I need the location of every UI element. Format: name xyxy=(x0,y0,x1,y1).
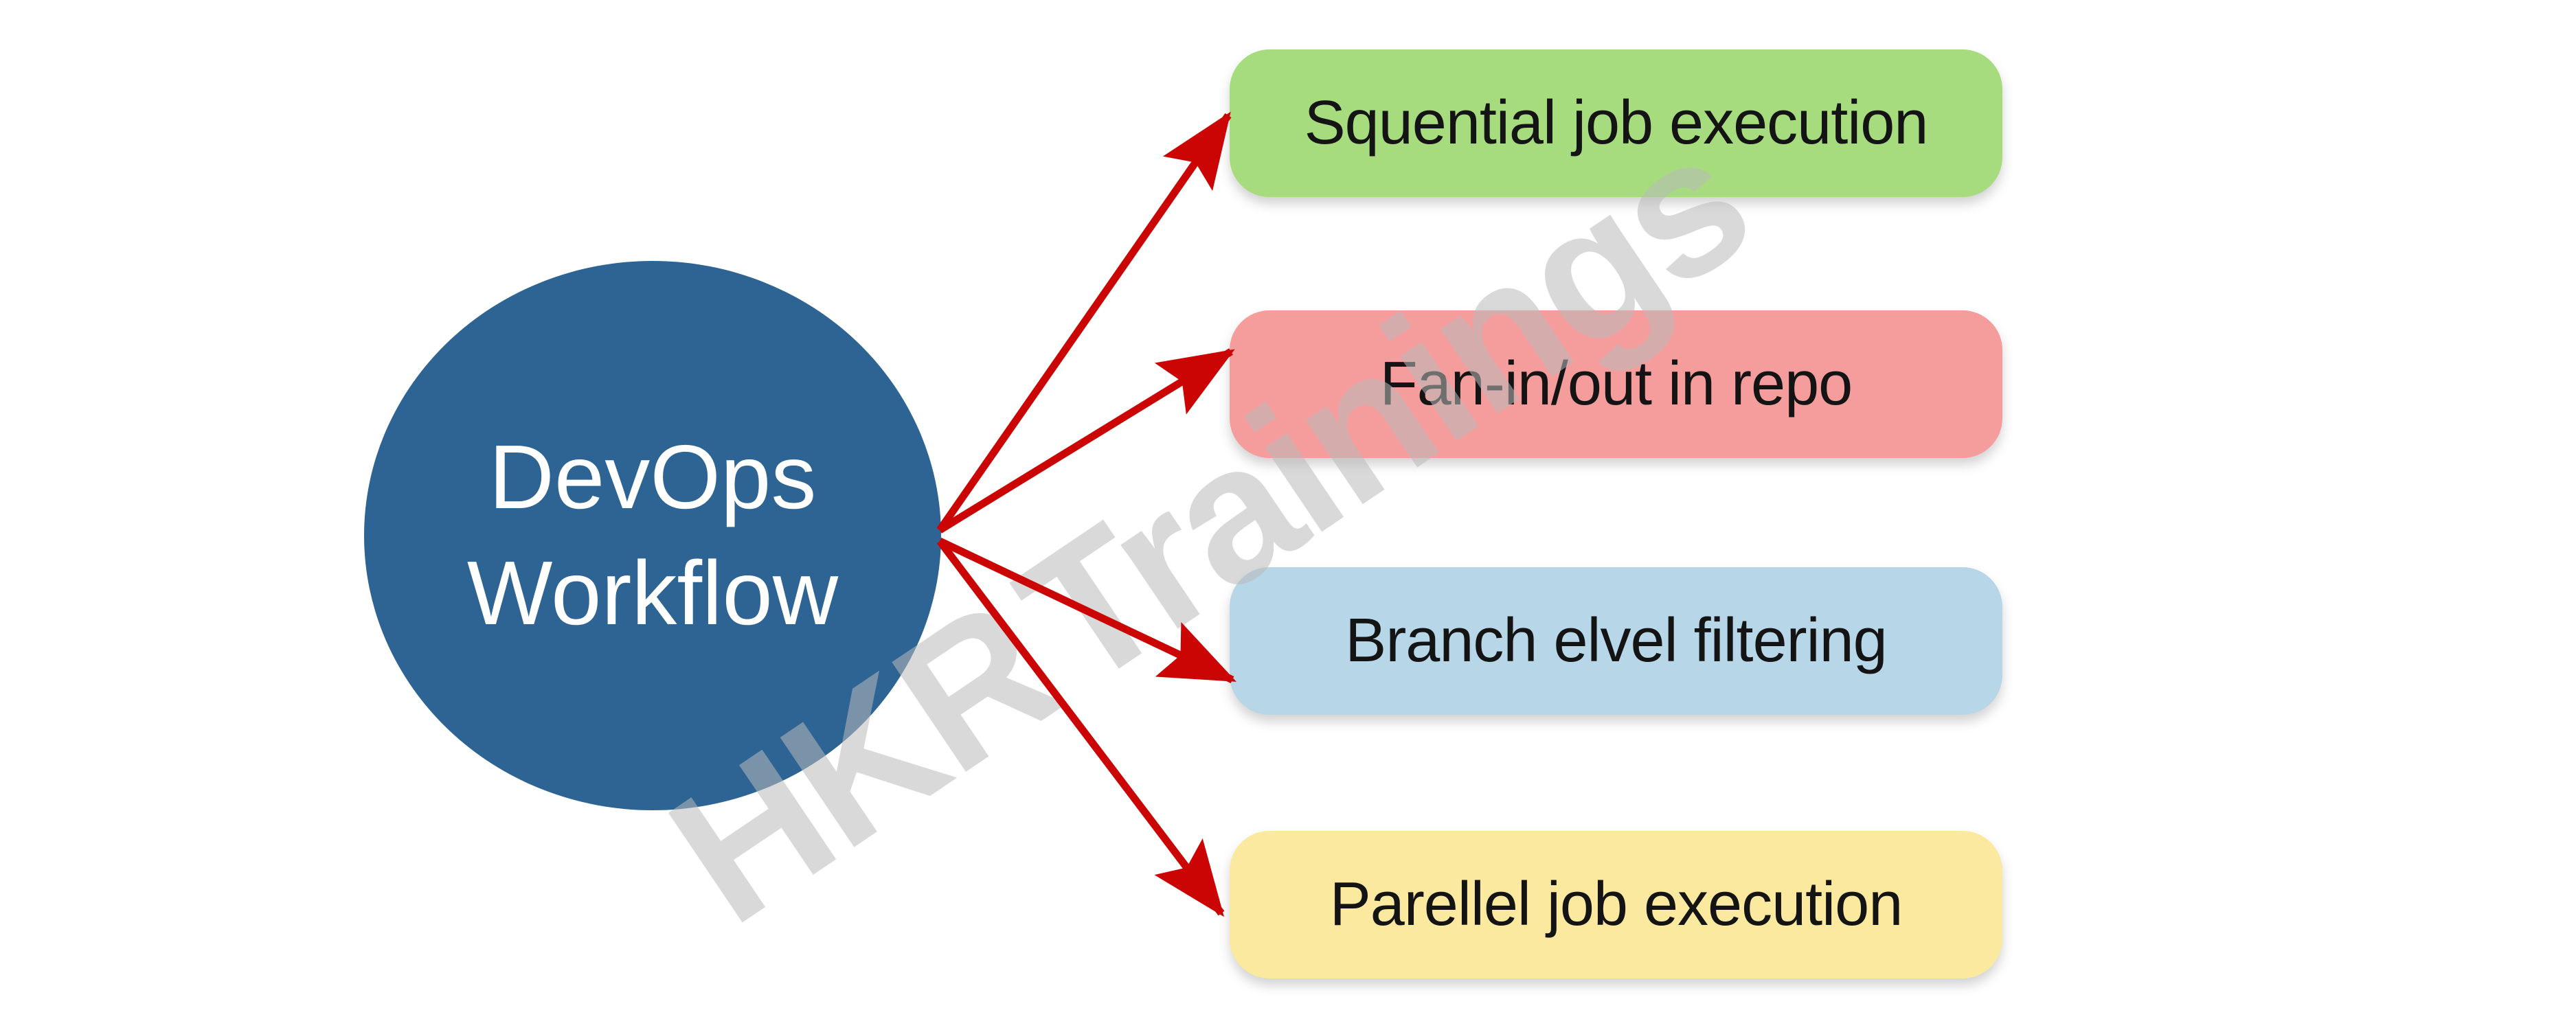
arrow-to-branch-level-filtering xyxy=(938,538,1236,683)
branch-label: Branch elvel filtering xyxy=(1345,606,1887,675)
branch-label: Fan-in/out in repo xyxy=(1379,350,1853,418)
arrow-to-fan-in-out-in-repo xyxy=(938,348,1235,534)
arrow-to-sequential-job-execution xyxy=(936,111,1232,533)
center-node-label-line1: DevOps xyxy=(488,426,817,528)
center-node-devops-workflow: DevOps Workflow xyxy=(364,261,941,810)
center-node-label-line2: Workflow xyxy=(466,542,839,643)
branch-label: Squential job execution xyxy=(1304,89,1929,157)
arrow-to-parallel-job-execution xyxy=(936,538,1225,917)
branch-box-fan-in-out-in-repo: Fan-in/out in repo xyxy=(1230,310,2002,458)
branch-box-branch-level-filtering: Branch elvel filtering xyxy=(1230,567,2002,715)
branch-label: Parellel job execution xyxy=(1329,870,1903,939)
branch-box-parallel-job-execution: Parellel job execution xyxy=(1230,831,2002,978)
branch-box-sequential-job-execution: Squential job execution xyxy=(1230,49,2002,197)
